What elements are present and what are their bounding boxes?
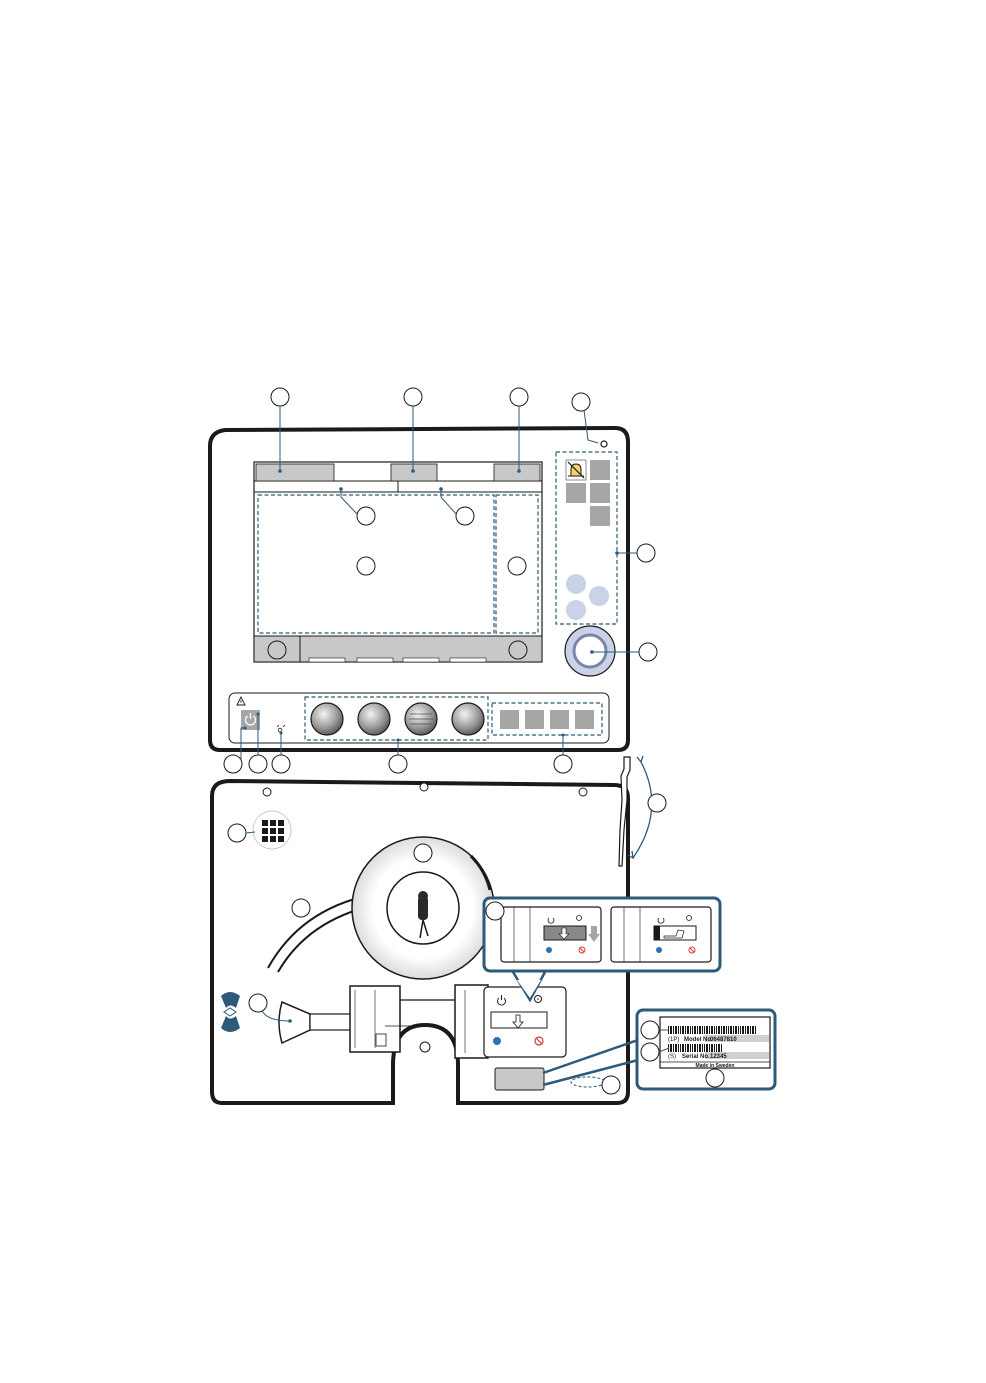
upper-unit	[210, 388, 657, 773]
callout-circle	[271, 388, 289, 406]
main-rotary-dial[interactable]	[565, 626, 615, 676]
callout-circle	[224, 755, 242, 773]
fixed-key-1[interactable]	[590, 460, 610, 480]
round-key-1[interactable]	[566, 574, 586, 594]
callout-circle	[272, 755, 290, 773]
serial-value: 12345	[710, 1054, 727, 1060]
function-key-1[interactable]	[500, 710, 519, 729]
model-label: Model No.	[684, 1037, 713, 1043]
direct-access-knob-1[interactable]	[311, 703, 343, 735]
latch-open-state	[501, 907, 601, 962]
callout-circle	[637, 544, 655, 562]
keypad-grid-icon	[253, 811, 291, 849]
callout-circle	[554, 755, 572, 773]
screw-hole	[263, 788, 271, 796]
quick-access-bar-4[interactable]	[450, 658, 486, 662]
display-screen	[254, 462, 542, 662]
screen-bottom-bar	[254, 636, 542, 662]
unlock-indicator-icon	[493, 1037, 501, 1045]
function-key-3[interactable]	[550, 710, 569, 729]
lower-unit: (1P) Model No. 06487810 (S) Serial No. 1…	[212, 756, 775, 1103]
callout-circle	[389, 755, 407, 773]
screw-hole	[579, 788, 587, 796]
screw-hole	[420, 1042, 430, 1052]
callout-circle	[641, 1021, 659, 1039]
direct-access-knob-4[interactable]	[452, 703, 484, 735]
round-key-2[interactable]	[589, 586, 609, 606]
quick-access-bar-2[interactable]	[357, 658, 393, 662]
callout-circle	[639, 643, 657, 661]
status-indicator-light	[601, 441, 607, 447]
serial-label: Serial No.	[682, 1054, 710, 1060]
direct-access-knob-3[interactable]	[405, 703, 437, 735]
callout-circle	[486, 902, 504, 920]
ventilation-mode-button[interactable]	[391, 464, 437, 481]
callout-circle	[572, 393, 590, 411]
label-plate-location	[495, 1068, 544, 1090]
callout-circle	[602, 1076, 620, 1094]
alarm-bell-crossed-icon[interactable]	[566, 460, 586, 480]
quick-access-bar-1[interactable]	[309, 658, 345, 662]
callout-circle	[292, 899, 310, 917]
patient-category-button[interactable]	[256, 464, 334, 481]
callout-circle	[706, 1069, 724, 1087]
screw-hole	[420, 783, 428, 791]
callout-circle	[249, 994, 267, 1012]
direct-access-knob-2[interactable]	[358, 703, 390, 735]
fixed-key-2[interactable]	[566, 483, 586, 503]
callout-dots-lower	[288, 1019, 292, 1023]
fixed-key-4[interactable]	[590, 506, 610, 526]
function-key-4[interactable]	[575, 710, 594, 729]
callout-circle	[510, 388, 528, 406]
callout-circle	[414, 844, 432, 862]
round-key-3[interactable]	[566, 600, 586, 620]
callout-circle	[641, 1043, 659, 1061]
latch-closed-state	[611, 907, 711, 962]
model-value: 06487810	[710, 1037, 737, 1043]
callout-circle	[404, 388, 422, 406]
fixed-key-3[interactable]	[590, 483, 610, 503]
callout-circle	[228, 824, 246, 842]
serial-prefix: (S)	[668, 1054, 676, 1060]
status-button[interactable]	[494, 464, 540, 481]
callout-circle	[648, 794, 666, 812]
function-key-2[interactable]	[525, 710, 544, 729]
model-prefix: (1P)	[668, 1037, 679, 1043]
callout-circle	[249, 755, 267, 773]
origin-label: Made in Sweden	[696, 1063, 735, 1069]
quick-access-bar-3[interactable]	[403, 658, 439, 662]
lower-control-strip	[229, 693, 609, 743]
